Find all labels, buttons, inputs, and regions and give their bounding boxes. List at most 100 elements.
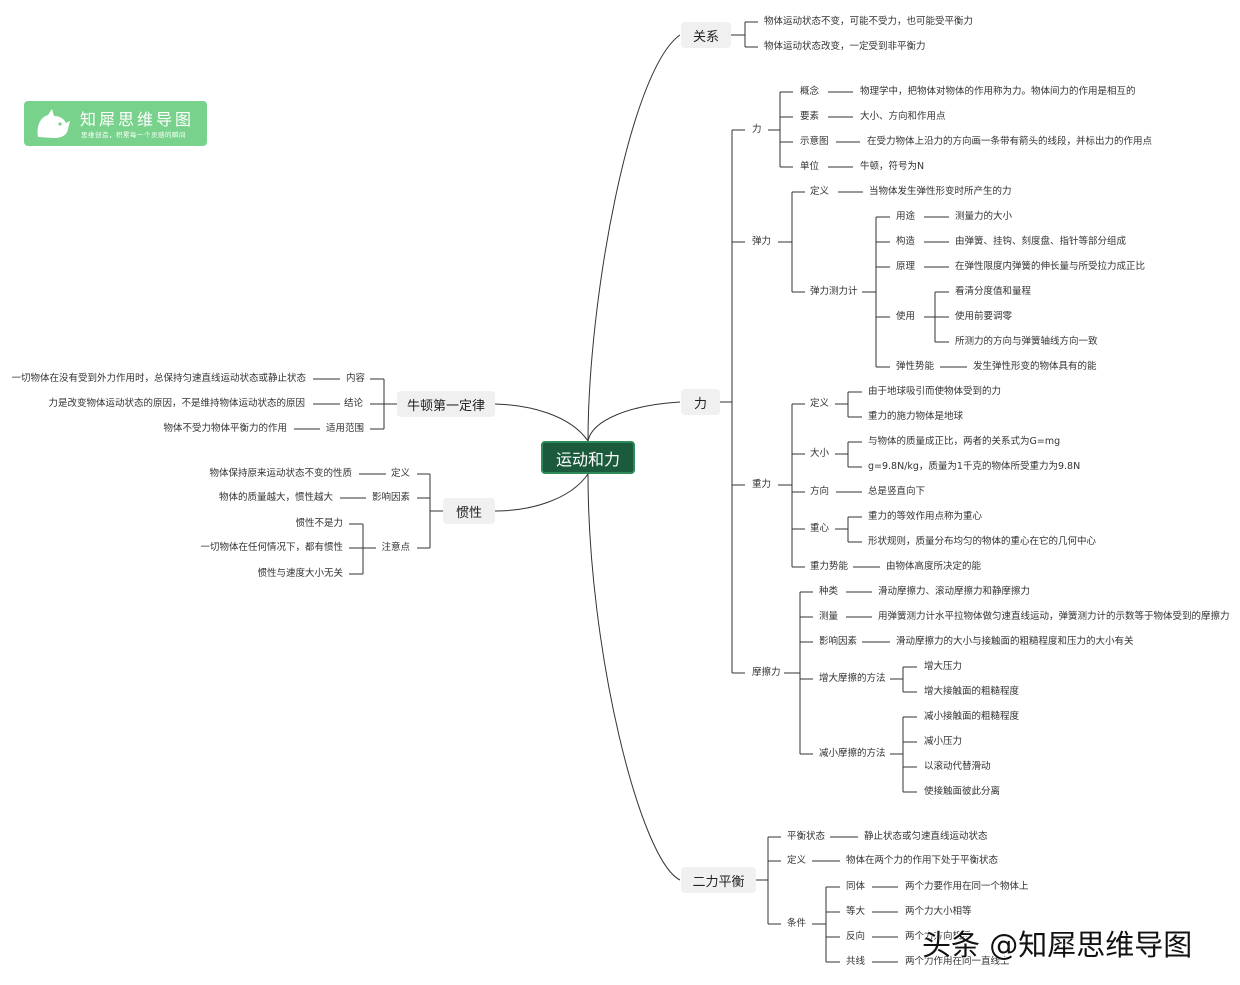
logo-title: 知犀思维导图 (80, 110, 195, 129)
friction-measure-key: 测量 (819, 611, 839, 622)
cond-value: 两个力作用在同一直线上 (905, 956, 1010, 967)
gravity-def-item: 重力的施力物体是地球 (868, 411, 964, 422)
balance-state-key: 平衡状态 (787, 831, 826, 842)
friction-factor-value: 滑动摩擦力的大小与接触面的粗糙程度和压力的大小有关 (896, 636, 1134, 647)
newton-content-value: 一切物体在没有受到外力作用时，总保持匀速直线运动状态或静止状态 (11, 373, 306, 384)
force-unit-key: 单位 (800, 161, 820, 172)
elastic-pe-value: 发生弹性形变的物体具有的能 (973, 361, 1097, 372)
elastic-meter[interactable]: 弹力测力计 (810, 286, 858, 297)
friction-increase-key: 增大摩擦的方法 (819, 673, 886, 684)
friction-kind-key: 种类 (819, 586, 839, 597)
gravity-pe-key: 重力势能 (810, 561, 849, 572)
meter-usage-item: 使用前要调零 (955, 311, 1013, 322)
gravity-pe-value: 由物体高度所决定的能 (886, 561, 982, 572)
gravity-size-item: 与物体的质量成正比，两者的关系式为G=mg (868, 436, 1061, 447)
meter-build-key: 构造 (896, 236, 916, 247)
gravity-cg-key: 重心 (810, 523, 830, 534)
gravity-dir-value: 总是竖直向下 (868, 486, 926, 497)
subtopic-gravity[interactable]: 重力 (752, 479, 772, 490)
gravity-dir-key: 方向 (810, 486, 830, 497)
inertia-factor-value: 物体的质量越大，惯性越大 (218, 492, 333, 503)
friction-increase-item: 增大压力 (924, 661, 963, 672)
cond-value: 两个力方向相反 (905, 931, 972, 942)
friction-decrease-item: 减小接触面的粗糙程度 (924, 711, 1020, 722)
brand-logo: 知犀思维导图 思维创造，积累每一个灵感的瞬间 (24, 101, 207, 146)
cond-key: 等大 (846, 906, 866, 917)
newton-conclusion-key: 结论 (343, 398, 363, 409)
connector (587, 401, 681, 442)
friction-measure-value: 用弹簧测力计水平拉物体做匀速直线运动，弹簧测力计的示数等于物体受到的摩擦力 (878, 611, 1230, 622)
force-diagram-key: 示意图 (800, 136, 829, 147)
inertia-note-item: 一切物体在任何情况下，都有惯性 (200, 542, 343, 553)
topic-relation[interactable]: 关系 (681, 22, 731, 48)
relation-item: 物体运动状态改变，一定受到非平衡力 (764, 41, 926, 52)
gravity-cg-item: 重力的等效作用点称为重心 (868, 511, 983, 522)
gravity-def-key: 定义 (810, 398, 830, 409)
gravity-cg-item: 形状规则，质量分布均匀的物体的重心在它的几何中心 (868, 536, 1097, 547)
meter-usage-item: 所测力的方向与弹簧轴线方向一致 (955, 336, 1098, 347)
inertia-note-item: 惯性与速度大小无关 (257, 568, 343, 579)
meter-usage-key: 使用 (896, 311, 916, 322)
meter-use-key: 用途 (896, 211, 916, 222)
gravity-def-item: 由于地球吸引而使物体受到的力 (868, 386, 1002, 397)
topic-inertia[interactable]: 惯性 (443, 498, 495, 524)
force-elements-value: 大小、方向和作用点 (860, 111, 946, 122)
relation-item: 物体运动状态不变，可能不受力，也可能受平衡力 (764, 16, 974, 27)
balance-state-value: 静止状态或匀速直线运动状态 (864, 831, 988, 842)
cond-key: 反向 (846, 931, 866, 942)
meter-principle-key: 原理 (896, 261, 916, 272)
inertia-def-value: 物体保持原来运动状态不变的性质 (209, 468, 352, 479)
inertia-def-key: 定义 (390, 468, 410, 479)
friction-factor-key: 影响因素 (819, 636, 858, 647)
subtopic-friction[interactable]: 摩擦力 (752, 667, 781, 678)
friction-decrease-item: 减小压力 (924, 736, 963, 747)
topic-newton[interactable]: 牛顿第一定律 (397, 391, 495, 417)
subtopic-force-basic[interactable]: 力 (752, 124, 762, 135)
subtopic-elastic[interactable]: 弹力 (752, 236, 772, 247)
friction-decrease-item: 使接触面彼此分离 (924, 786, 1001, 797)
cond-key: 同体 (846, 881, 866, 892)
connector (494, 403, 589, 442)
logo-subtitle: 思维创造，积累每一个灵感的瞬间 (81, 131, 186, 139)
newton-conclusion-value: 力是改变物体运动状态的原因，不是维持物体运动状态的原因 (48, 398, 305, 409)
force-elements-key: 要素 (800, 111, 820, 122)
balance-def-key: 定义 (787, 855, 807, 866)
connector (587, 34, 681, 442)
topic-force[interactable]: 力 (681, 389, 720, 415)
elastic-pe-key: 弹性势能 (896, 361, 935, 372)
cond-value: 两个力要作用在同一个物体上 (905, 881, 1029, 892)
connector (587, 473, 681, 881)
inertia-note-key: 注意点 (381, 542, 410, 553)
cond-value: 两个力大小相等 (905, 906, 972, 917)
friction-increase-item: 增大接触面的粗糙程度 (924, 686, 1020, 697)
newton-scope-key: 适用范围 (325, 423, 364, 434)
watermark: 头条 @知犀思维导图 (922, 928, 1193, 962)
meter-usage-item: 看清分度值和量程 (955, 286, 1032, 297)
meter-use-value: 测量力的大小 (955, 211, 1013, 222)
force-concept-value: 物理学中，把物体对物体的作用称为力。物体间力的作用是相互的 (860, 86, 1136, 97)
elastic-def-key: 定义 (810, 186, 830, 197)
friction-kind-value: 滑动摩擦力、滚动摩擦力和静摩擦力 (878, 586, 1031, 597)
friction-decrease-item: 以滚动代替滑动 (924, 761, 991, 772)
balance-def-value: 物体在两个力的作用下处于平衡状态 (846, 855, 999, 866)
inertia-factor-key: 影响因素 (371, 492, 410, 503)
force-unit-value: 牛顿，符号为N (860, 161, 925, 172)
elastic-def-value: 当物体发生弹性形变时所产生的力 (869, 186, 1012, 197)
friction-decrease-key: 减小摩擦的方法 (819, 748, 886, 759)
gravity-size-key: 大小 (810, 448, 830, 459)
inertia-note-item: 惯性不是力 (295, 518, 343, 529)
meter-principle-value: 在弹性限度内弹簧的伸长量与所受拉力成正比 (955, 261, 1146, 272)
cond-key: 共线 (846, 956, 866, 967)
connector (494, 473, 589, 512)
force-concept-key: 概念 (800, 86, 820, 97)
center-topic[interactable]: 运动和力 (541, 441, 635, 474)
newton-content-key: 内容 (345, 373, 365, 384)
rhino-icon (37, 109, 70, 138)
balance-cond-key: 条件 (787, 918, 807, 929)
topic-balance[interactable]: 二力平衡 (681, 867, 756, 893)
meter-build-value: 由弹簧、挂钩、刻度盘、指针等部分组成 (955, 236, 1127, 247)
force-diagram-value: 在受力物体上沿力的方向画一条带有箭头的线段，并标出力的作用点 (867, 136, 1153, 147)
newton-scope-value: 物体不受力物体平衡力的作用 (163, 423, 287, 434)
gravity-size-item: g=9.8N/kg，质量为1千克的物体所受重力为9.8N (868, 461, 1081, 472)
